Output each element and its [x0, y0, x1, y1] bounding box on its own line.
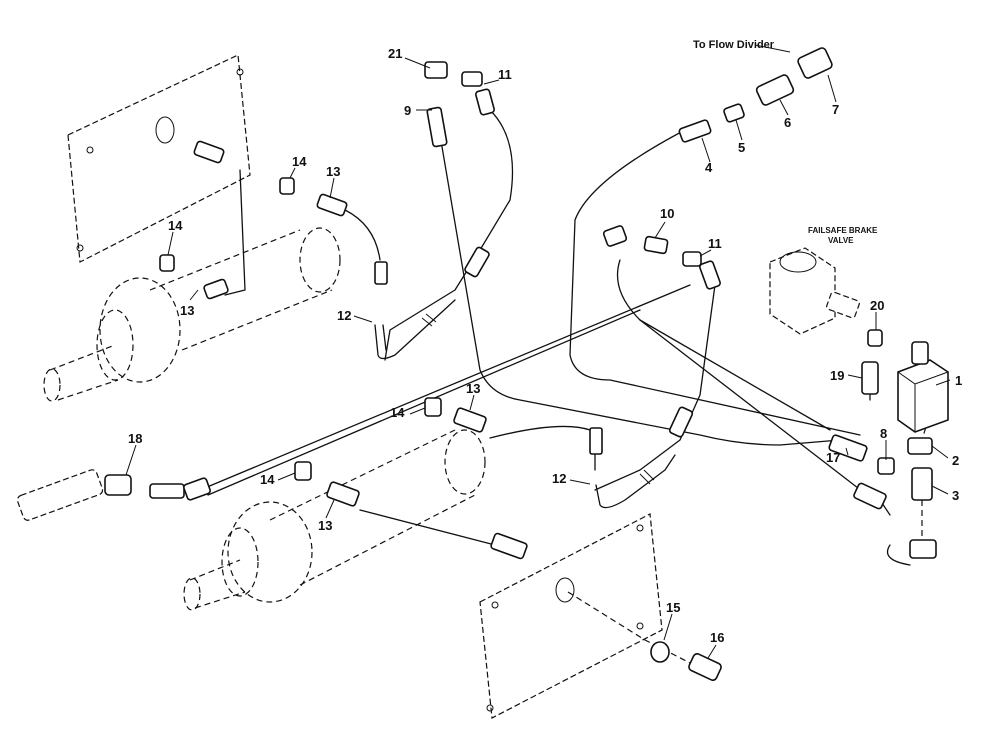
fitting-shape	[650, 641, 670, 663]
callout-numbers: 1 2 3 4 5 6 7 8 9 10 11 11 12 12 13 13 1…	[128, 46, 962, 645]
callout-leaders	[125, 57, 951, 659]
callout-11-middle: 11	[708, 236, 722, 251]
fitting-shape	[316, 193, 348, 217]
fitting-shape	[461, 71, 483, 87]
hose-lines	[199, 109, 941, 669]
failsafe-brake-label-line2: VALVE	[828, 236, 854, 245]
fitting-shape	[294, 461, 312, 481]
callout-13-d: 13	[318, 518, 332, 533]
fitting-shape	[867, 329, 883, 347]
fitting-shape	[602, 225, 628, 247]
fitting-shape	[911, 467, 933, 501]
fitting-shape	[907, 437, 933, 455]
lower-mounting-plate	[479, 513, 663, 719]
callout-14-d: 14	[260, 472, 275, 487]
fitting-shape	[853, 482, 887, 510]
fitting-shape	[453, 407, 487, 433]
fitting-shape	[828, 434, 868, 462]
callout-15: 15	[666, 600, 680, 615]
fitting-shape	[149, 483, 185, 499]
callout-8: 8	[880, 426, 887, 441]
callout-17: 17	[826, 450, 840, 465]
callout-13-b: 13	[180, 303, 194, 318]
fitting-shape	[104, 474, 132, 496]
manifold-block	[897, 341, 949, 433]
callout-6: 6	[784, 115, 791, 130]
callout-13-a: 13	[326, 164, 340, 179]
fitting-shape	[682, 251, 702, 267]
fitting-shape	[424, 397, 442, 417]
fitting-shape	[159, 254, 175, 272]
fitting-shape	[326, 481, 360, 507]
fitting-shape	[861, 361, 879, 395]
fitting-shape	[279, 177, 295, 195]
callout-7: 7	[832, 102, 839, 117]
fitting-shape	[909, 539, 937, 559]
fitting-shape	[203, 278, 229, 300]
fitting-shape	[668, 406, 694, 438]
callout-13-c: 13	[466, 381, 480, 396]
callout-16: 16	[710, 630, 724, 645]
callout-12-lower: 12	[552, 471, 566, 486]
upper-mounting-plate	[67, 54, 251, 263]
fitting-shape	[699, 260, 721, 290]
fitting-shape	[193, 140, 225, 164]
fitting-shape	[723, 103, 745, 123]
to-flow-divider-label: To Flow Divider	[693, 39, 775, 51]
callout-9: 9	[404, 103, 411, 118]
fitting-shape	[183, 477, 211, 501]
callout-10: 10	[660, 206, 674, 221]
fitting-shape	[475, 88, 495, 116]
callout-14-a: 14	[292, 154, 307, 169]
upper-motor-cylinder	[43, 227, 341, 402]
fitting-shape	[16, 469, 104, 521]
callout-4: 4	[705, 160, 713, 175]
callout-2: 2	[952, 453, 959, 468]
fitting-shape	[424, 61, 448, 79]
callout-1: 1	[955, 373, 962, 388]
callout-11-upper: 11	[498, 67, 512, 82]
fitting-shape	[678, 119, 712, 143]
callout-21: 21	[388, 46, 402, 61]
callout-14-c: 14	[390, 405, 405, 420]
lower-motor-cylinder	[183, 429, 486, 611]
annotations: To Flow Divider FAILSAFE BRAKE VALVE	[693, 39, 878, 245]
fitting-shape	[464, 246, 490, 278]
fitting-shape	[755, 74, 795, 106]
callout-18: 18	[128, 431, 142, 446]
fitting-shape	[688, 653, 722, 681]
callout-12-upper: 12	[337, 308, 351, 323]
fitting-shape	[877, 457, 895, 475]
callout-3: 3	[952, 488, 959, 503]
failsafe-brake-label-line1: FAILSAFE BRAKE	[808, 226, 878, 235]
failsafe-brake-valve	[769, 247, 860, 335]
fitting-shape	[589, 427, 603, 455]
fitting-shape	[426, 106, 448, 148]
hose-fittings	[16, 47, 937, 681]
callout-5: 5	[738, 140, 745, 155]
callout-19: 19	[830, 368, 844, 383]
callout-20: 20	[870, 298, 884, 313]
fitting-shape	[490, 532, 528, 560]
fitting-shape	[797, 47, 833, 79]
callout-14-b: 14	[168, 218, 183, 233]
fitting-shape	[643, 235, 669, 255]
fitting-shape	[374, 261, 388, 285]
